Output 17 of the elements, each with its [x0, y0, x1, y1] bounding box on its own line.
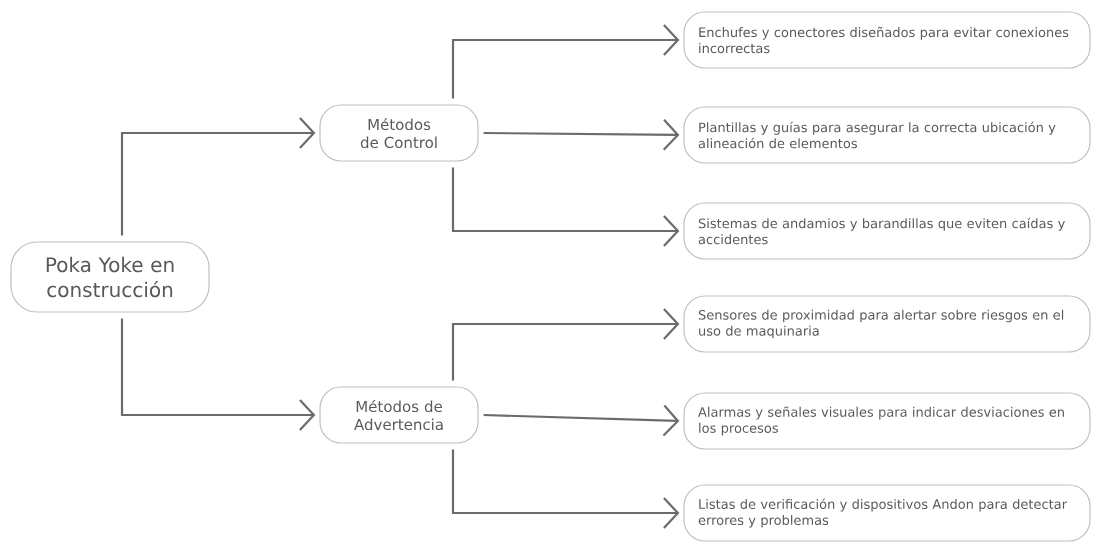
arrow	[451, 24, 680, 99]
item-box: Listas de verificación y dispositivos Andon para detectar errores y problemas	[683, 484, 1091, 542]
item-box: Alarmas y señales visuales para indicar desviaciones en los procesos	[683, 392, 1091, 450]
arrow	[120, 117, 316, 236]
item-box: Sistemas de andamios y barandillas que eviten caídas y accidentes	[683, 202, 1091, 260]
arrow	[451, 308, 680, 381]
category-box: Métodos de Control	[319, 104, 479, 162]
arrow	[120, 318, 316, 431]
arrow	[451, 449, 680, 529]
topic-box: Poka Yoke en construcción	[10, 241, 210, 313]
category-box: Métodos de Advertencia	[319, 386, 479, 444]
arrow	[483, 119, 680, 151]
arrow	[451, 167, 680, 247]
item-box: Sensores de proximidad para alertar sobre riesgos en el uso de maquinaria	[683, 295, 1091, 353]
item-box: Plantillas y guías para asegurar la correcta ubicación y alineación de elementos	[683, 106, 1091, 164]
item-box: Enchufes y conectores diseñados para evitar conexiones incorrectas	[683, 11, 1091, 69]
arrow	[483, 404, 680, 437]
